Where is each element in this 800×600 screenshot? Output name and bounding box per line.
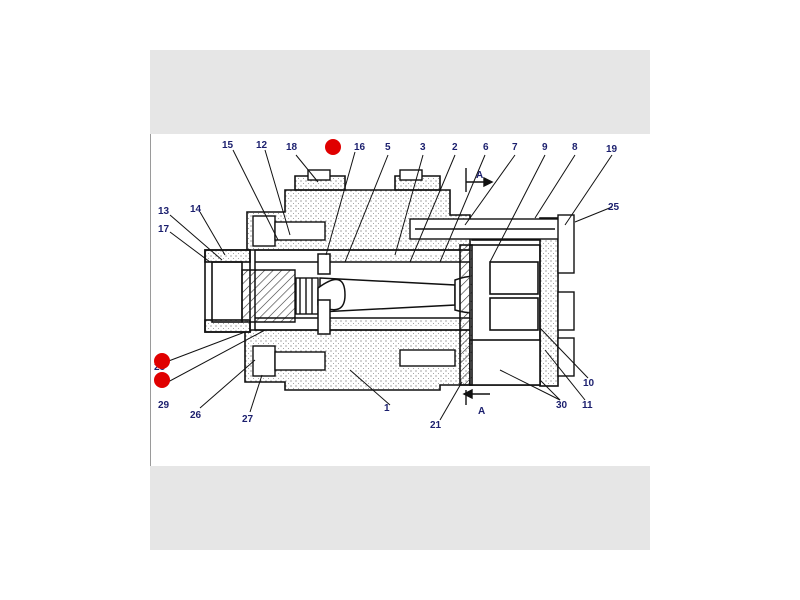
leader-lines <box>165 149 613 421</box>
callout-21: 21 <box>430 420 442 431</box>
callout-14: 14 <box>190 204 202 215</box>
bottom-frame-band <box>150 466 650 550</box>
callout-17: 17 <box>158 224 170 235</box>
callout-18: 18 <box>286 142 298 153</box>
spool-plug <box>241 269 319 323</box>
marker-dot-left-lower[interactable] <box>154 372 170 388</box>
section-label-a-top: A <box>476 170 483 181</box>
bolts <box>252 169 575 377</box>
callout-19: 19 <box>606 144 618 155</box>
section-a-indicators <box>462 168 494 405</box>
callout-2: 2 <box>452 142 458 153</box>
marker-dot-top[interactable] <box>325 139 341 155</box>
callout-6: 6 <box>483 142 489 153</box>
callout-11: 11 <box>582 400 593 411</box>
callout-9: 9 <box>542 142 548 153</box>
callout-13: 13 <box>158 206 170 217</box>
callout-27: 27 <box>242 414 254 425</box>
callout-26: 26 <box>190 410 202 421</box>
callout-15: 15 <box>222 140 234 151</box>
callout-numbers: 15 12 18 16 5 3 2 6 7 9 8 19 25 13 14 17… <box>154 140 620 431</box>
callout-1: 1 <box>384 403 390 414</box>
section-label-a-bottom: A <box>478 406 485 417</box>
callout-30: 30 <box>556 400 568 411</box>
callout-5: 5 <box>385 142 391 153</box>
gear-rotor-section <box>459 217 559 387</box>
red-markers[interactable] <box>154 139 341 388</box>
marker-dot-left-upper[interactable] <box>154 353 170 369</box>
callout-3: 3 <box>420 142 426 153</box>
top-frame-band <box>150 50 650 134</box>
callout-12: 12 <box>256 140 268 151</box>
callout-10: 10 <box>583 378 595 389</box>
callout-29: 29 <box>158 400 170 411</box>
callout-8: 8 <box>572 142 578 153</box>
callout-16: 16 <box>354 142 366 153</box>
callout-7: 7 <box>512 142 518 153</box>
callout-25: 25 <box>608 202 620 213</box>
